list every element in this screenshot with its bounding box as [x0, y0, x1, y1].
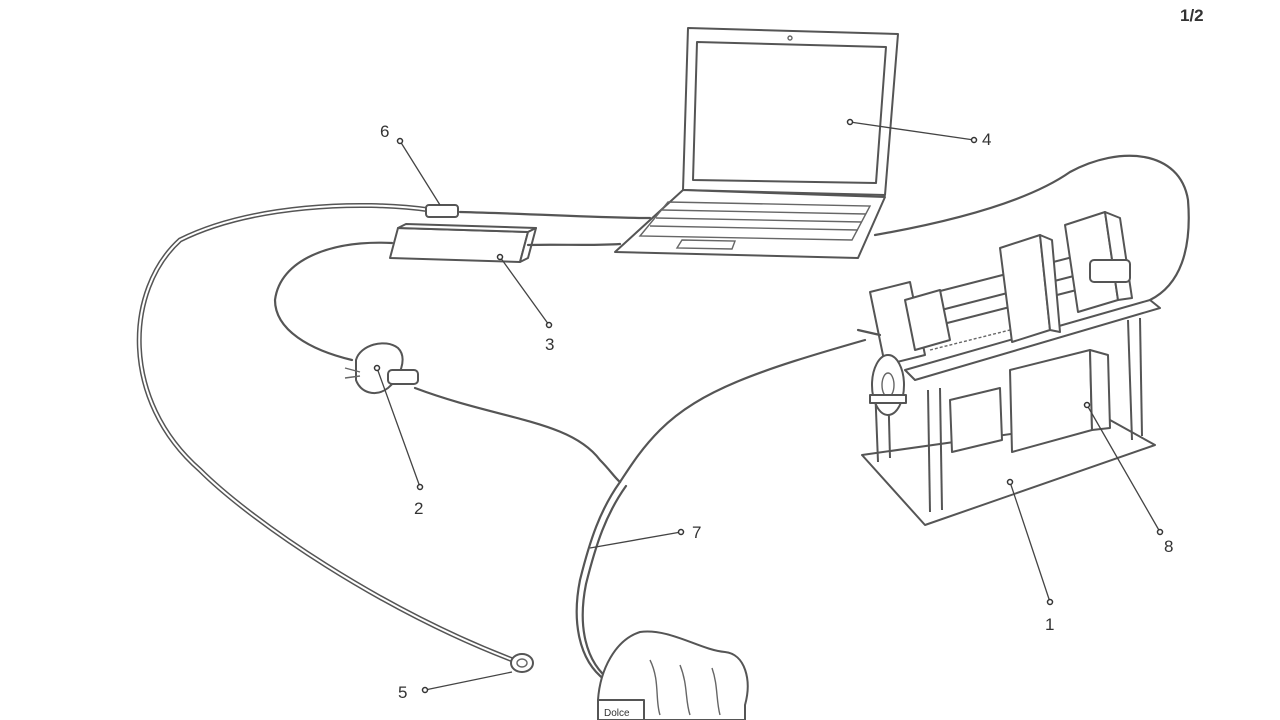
power-supply-unit: [389, 223, 537, 263]
leader-8: [1086, 404, 1161, 533]
laptop-touchpad: [675, 239, 737, 250]
fluid-bag: Dolce: [597, 630, 749, 720]
leader-6: [399, 140, 441, 206]
ref-6: 6: [380, 122, 389, 141]
syringe-pump: [856, 211, 1161, 526]
leader-3: [499, 256, 550, 326]
laptop-keyboard: [638, 201, 872, 241]
laptop-base: [614, 189, 886, 259]
leader-1: [1009, 481, 1051, 603]
ref-2: 2: [414, 499, 423, 518]
ref-5: 5: [398, 683, 407, 702]
cable-6-outer: [136, 202, 519, 665]
connector-5: [510, 653, 534, 673]
bag-label: Dolce: [604, 708, 630, 719]
laptop: [614, 27, 899, 259]
wheel-icon: [871, 354, 905, 416]
leader-5: [424, 671, 513, 691]
leader-7: [589, 531, 682, 549]
leader-4: [849, 121, 975, 141]
sensor-2: [344, 342, 419, 395]
ref-8: 8: [1164, 537, 1173, 556]
ref-7: 7: [692, 523, 701, 542]
leader-2: [376, 367, 421, 488]
connector-6: [425, 204, 459, 218]
laptop-screen: [692, 41, 887, 184]
ref-1: 1: [1045, 615, 1054, 634]
ref-4: 4: [982, 130, 991, 149]
webcam-icon: [787, 35, 793, 41]
page-number: 1/2: [1180, 6, 1204, 25]
ref-3: 3: [545, 335, 554, 354]
